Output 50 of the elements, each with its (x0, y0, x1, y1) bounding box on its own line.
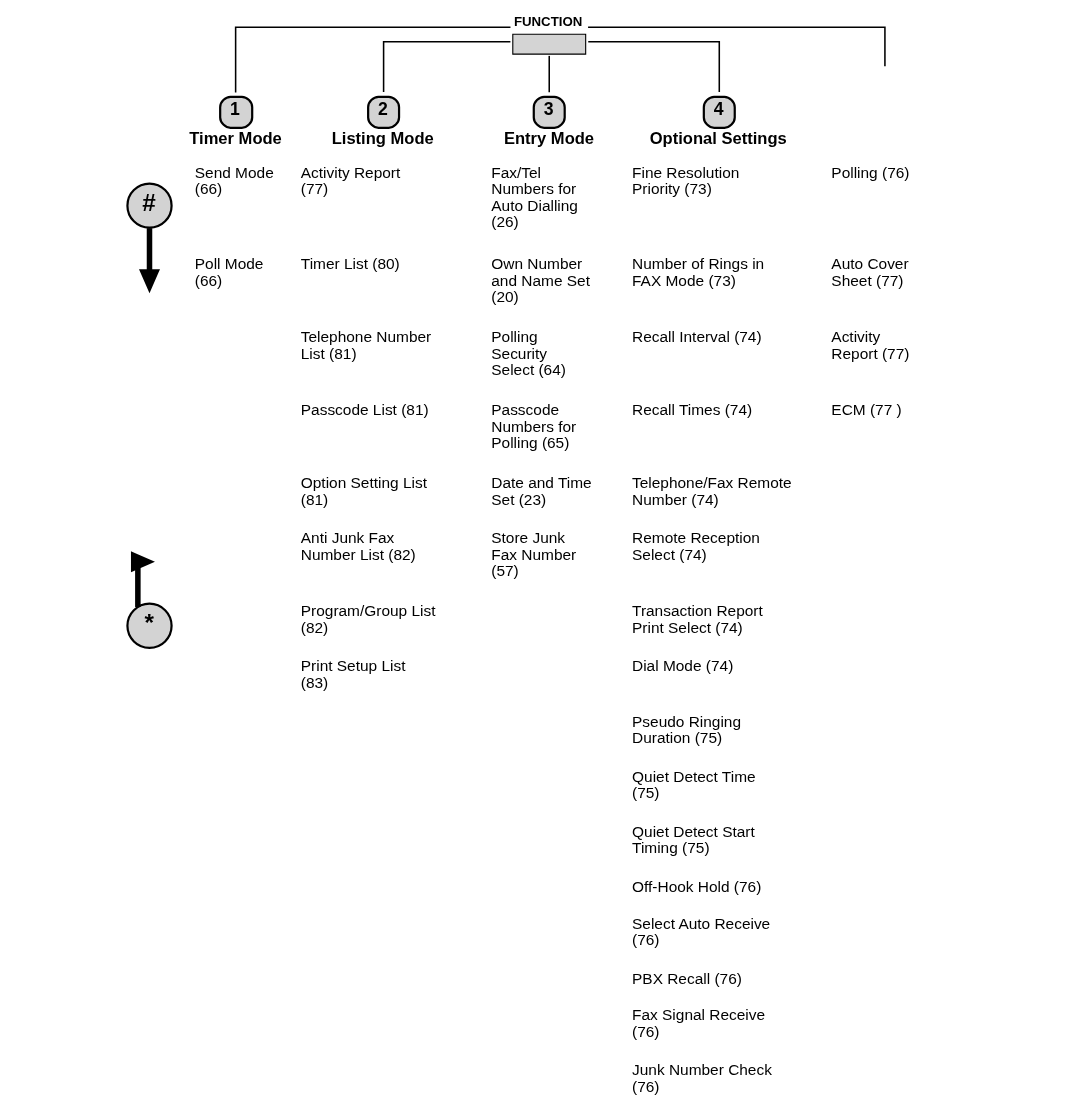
node-label: FUNCTION (513, 14, 583, 30)
arrow (130, 551, 155, 607)
label: Remote Reception Select (74) (632, 529, 760, 563)
label: Junk Number Check (76) (632, 1061, 772, 1095)
connector (382, 40, 512, 93)
label: Off-Hook Hold (76) (632, 878, 762, 896)
label: Option Setting List (81) (300, 473, 427, 508)
label: Passcode List (81) (300, 401, 429, 419)
node-label: Timer Mode (189, 129, 282, 149)
arrow (139, 228, 160, 294)
node-label: Listing Mode (331, 129, 434, 149)
label: Program/Group List (82) (300, 602, 436, 636)
label: Send Mode (66) (194, 163, 274, 198)
label: ECM (77 ) (831, 401, 902, 419)
label: Quiet Detect Time (75) (632, 767, 756, 802)
label: Passcode Numbers for Polling (65) (491, 401, 577, 452)
node-label: Entry Mode (503, 129, 595, 149)
label: Fine Resolution Priority (73) (632, 163, 740, 198)
connector (234, 26, 512, 94)
label: Auto Cover Sheet (77) (831, 255, 909, 289)
label: Fax/Tel Numbers for Auto Dialling (26) (491, 163, 578, 231)
node-circle: # (126, 182, 173, 229)
label: Date and Time Set (23) (491, 473, 592, 508)
connector (587, 26, 886, 68)
label: Transaction Report Print Select (74) (632, 602, 763, 636)
node-circle: * (126, 602, 173, 649)
label: Number of Rings in FAX Mode (73) (632, 255, 765, 289)
label: Print Setup List (83) (300, 657, 406, 691)
label: Anti Junk Fax Number List (82) (300, 529, 416, 563)
label: Recall Interval (74) (632, 328, 762, 346)
label: Poll Mode (66) (194, 255, 264, 289)
label: Fax Signal Receive (76) (632, 1006, 766, 1040)
label: Timer List (80) (300, 255, 400, 273)
label: Recall Times (74) (632, 401, 753, 419)
label: Polling (76) (831, 163, 910, 181)
label: Pseudo Ringing Duration (75) (632, 712, 742, 747)
label: Select Auto Receive (76) (632, 914, 771, 949)
label: Own Number and Name Set (20) (491, 255, 590, 306)
label: Activity Report (77) (300, 163, 401, 198)
connector (548, 55, 550, 93)
label: Store Junk Fax Number (57) (491, 529, 577, 580)
connector (587, 40, 721, 93)
label: Dial Mode (74) (632, 657, 734, 675)
label: Activity Report (77) (831, 328, 910, 362)
label: Telephone/Fax Remote Number (74) (632, 473, 792, 508)
node-label: Optional Settings (649, 129, 787, 149)
label: Telephone Number List (81) (300, 328, 432, 362)
label: Quiet Detect Start Timing (75) (632, 822, 755, 857)
label: Polling Security Select (64) (491, 328, 566, 379)
label: PBX Recall (76) (632, 969, 742, 987)
